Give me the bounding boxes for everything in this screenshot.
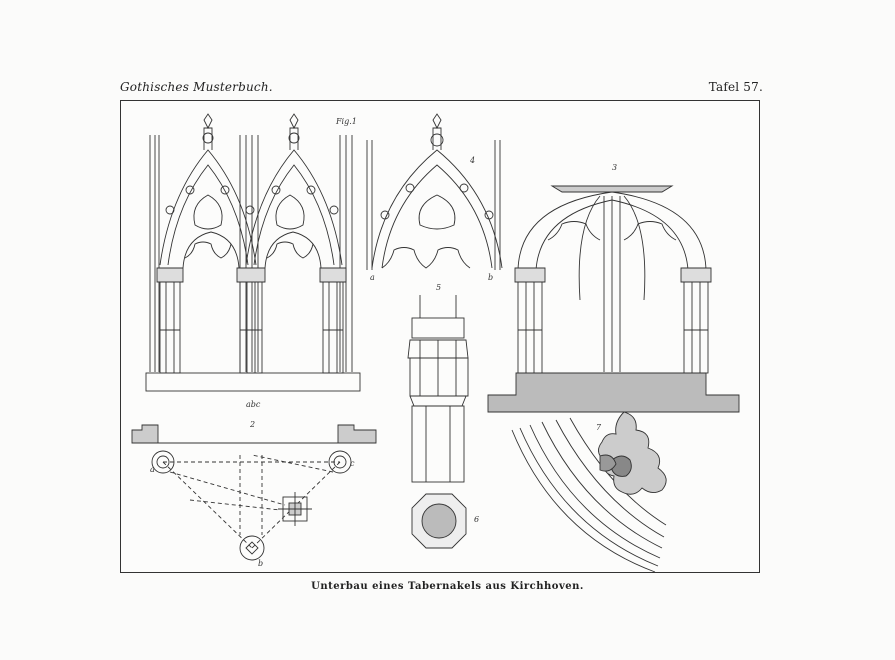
fig4-point-a: a — [370, 273, 375, 282]
fig4-label: 4 — [469, 156, 475, 165]
plate-number: Tafel 57. — [708, 80, 763, 94]
fig4-point-b: b — [488, 273, 493, 282]
fig2-point-a: a — [150, 465, 155, 474]
fig3-label: 3 — [612, 163, 617, 172]
fig6-label: 6 — [474, 515, 479, 524]
plate-caption: Unterbau eines Tabernakels aus Kirchhove… — [311, 581, 584, 592]
fig3-vault-section — [487, 185, 740, 413]
fig1-sublabel: abc — [246, 400, 261, 409]
fig5-label: 5 — [436, 283, 441, 292]
fig2-point-b: b — [258, 559, 263, 568]
fig1-label: Fig.1 — [335, 117, 357, 126]
fig2-label: 2 — [249, 420, 255, 429]
fig7-leaf-ornament — [511, 411, 667, 573]
fig6-octagon-plan — [411, 493, 467, 549]
fig2-ground-plan — [131, 424, 377, 561]
fig4-gable-arch — [366, 113, 503, 270]
fig1-double-arcade — [145, 113, 361, 392]
fig7-label: 7 — [596, 423, 602, 432]
fig2-point-c: c — [350, 459, 355, 468]
book-title: Gothisches Musterbuch. — [120, 80, 273, 94]
fig5-column — [407, 295, 469, 483]
